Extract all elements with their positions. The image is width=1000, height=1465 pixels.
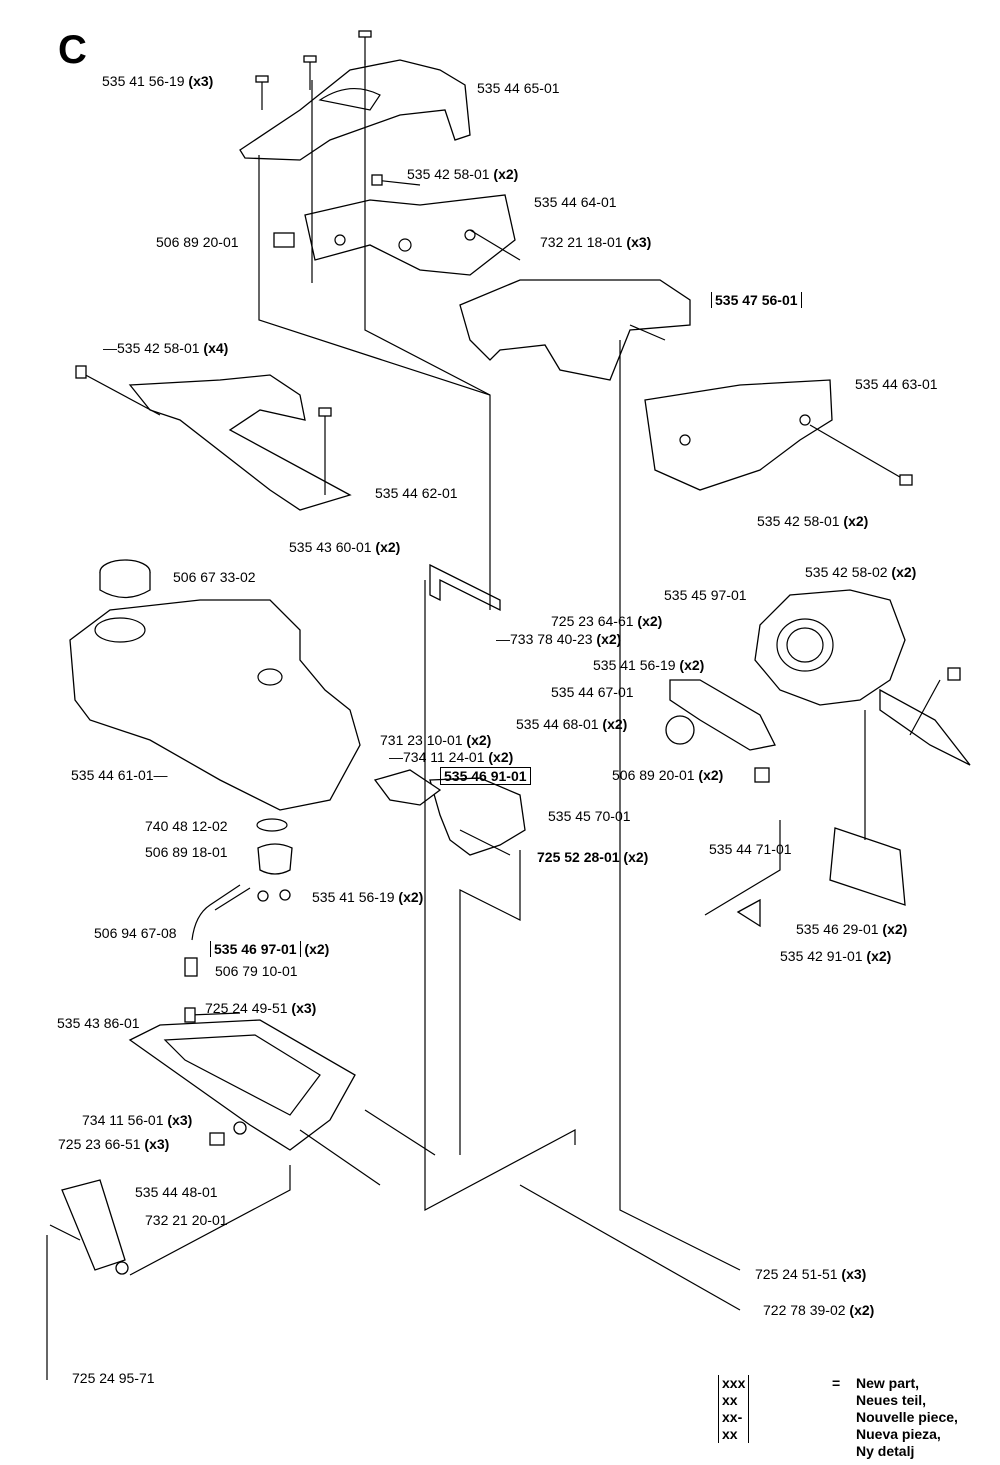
fuel-tank-part xyxy=(69,559,361,811)
part-label: 535 41 56-19 (x3) xyxy=(102,73,214,89)
part-label: 732 21 18-01 (x3) xyxy=(540,234,652,250)
bracket-assembly-part xyxy=(373,563,776,856)
tray-part xyxy=(128,1007,356,1151)
part-label: 734 11 56-01 (x3) xyxy=(82,1112,193,1128)
part-label: 535 44 71-01 xyxy=(709,841,792,857)
part-label: 535 45 70-01 xyxy=(548,808,631,824)
fuel-fittings-part xyxy=(184,818,293,977)
part-label: 740 48 12-02 xyxy=(145,818,228,834)
part-label: 535 45 97-01 xyxy=(664,587,747,603)
part-label-new: 725 52 28-01 (x2) xyxy=(537,849,649,865)
part-label: 535 41 56-19 (x2) xyxy=(593,657,705,673)
lower-cover-part xyxy=(75,365,352,511)
part-label: 506 89 18-01 xyxy=(145,844,228,860)
part-label: —535 42 58-01 (x4) xyxy=(103,340,229,356)
part-label: 731 23 10-01 (x2) xyxy=(380,732,492,748)
part-label: 535 42 58-01 (x2) xyxy=(757,513,869,529)
part-label: 535 44 65-01 xyxy=(477,80,560,96)
part-label: 725 24 49-51 (x3) xyxy=(205,1000,317,1016)
part-label: 725 23 64-61 (x2) xyxy=(551,613,663,629)
part-label: 535 44 61-01— xyxy=(71,767,168,783)
part-label: 535 43 86-01 xyxy=(57,1015,140,1031)
part-label: 725 24 95-71 xyxy=(72,1370,155,1386)
part-label: 506 89 20-01 (x2) xyxy=(612,767,724,783)
part-label: 535 42 58-02 (x2) xyxy=(805,564,917,580)
part-label: 506 94 67-08 xyxy=(94,925,177,941)
part-label: 725 23 66-51 (x3) xyxy=(58,1136,170,1152)
section-letter: C xyxy=(58,28,87,72)
part-label: 535 44 48-01 xyxy=(135,1184,218,1200)
part-label: 732 21 20-01 xyxy=(145,1212,228,1228)
part-label: —734 11 24-01 (x2) xyxy=(389,749,514,765)
part-label: 535 42 91-01 (x2) xyxy=(780,948,892,964)
part-label-new: 535 47 56-01 xyxy=(711,292,802,308)
part-label: 506 67 33-02 xyxy=(173,569,256,585)
part-label: 535 44 67-01 xyxy=(551,684,634,700)
part-label: 722 78 39-02 (x2) xyxy=(763,1302,875,1318)
legend-equals: = xyxy=(832,1375,841,1391)
legend-text: New part, Neues teil, Nouvelle piece, Nu… xyxy=(856,1375,958,1459)
bracket-part xyxy=(273,174,516,276)
part-label: 725 24 51-51 (x3) xyxy=(755,1266,867,1282)
part-label: 535 42 58-01 (x2) xyxy=(407,166,519,182)
part-label: —733 78 40-23 (x2) xyxy=(496,631,622,647)
part-label: 535 44 62-01 xyxy=(375,485,458,501)
air-filter-cover-part xyxy=(736,589,971,928)
part-label: 506 89 20-01 xyxy=(156,234,239,250)
assembly-leader-lines xyxy=(46,60,866,1380)
handle-bracket-part xyxy=(459,229,691,381)
side-cover-part xyxy=(644,379,913,491)
plate-part xyxy=(49,1179,129,1275)
top-cover-part xyxy=(239,59,471,161)
part-label: 535 41 56-19 (x2) xyxy=(312,889,424,905)
part-label-new: 535 46 91-01 xyxy=(440,767,531,785)
part-label: 506 79 10-01 xyxy=(215,963,298,979)
legend-key: xxx xx xx-xx xyxy=(718,1375,750,1443)
part-label: 535 44 64-01 xyxy=(534,194,617,210)
part-label: 535 46 29-01 (x2) xyxy=(796,921,908,937)
part-label: 535 44 63-01 xyxy=(855,376,938,392)
part-label: 535 44 68-01 (x2) xyxy=(516,716,628,732)
part-label-new: 535 46 97-01 (x2) xyxy=(210,941,329,957)
part-label: 535 43 60-01 (x2) xyxy=(289,539,401,555)
